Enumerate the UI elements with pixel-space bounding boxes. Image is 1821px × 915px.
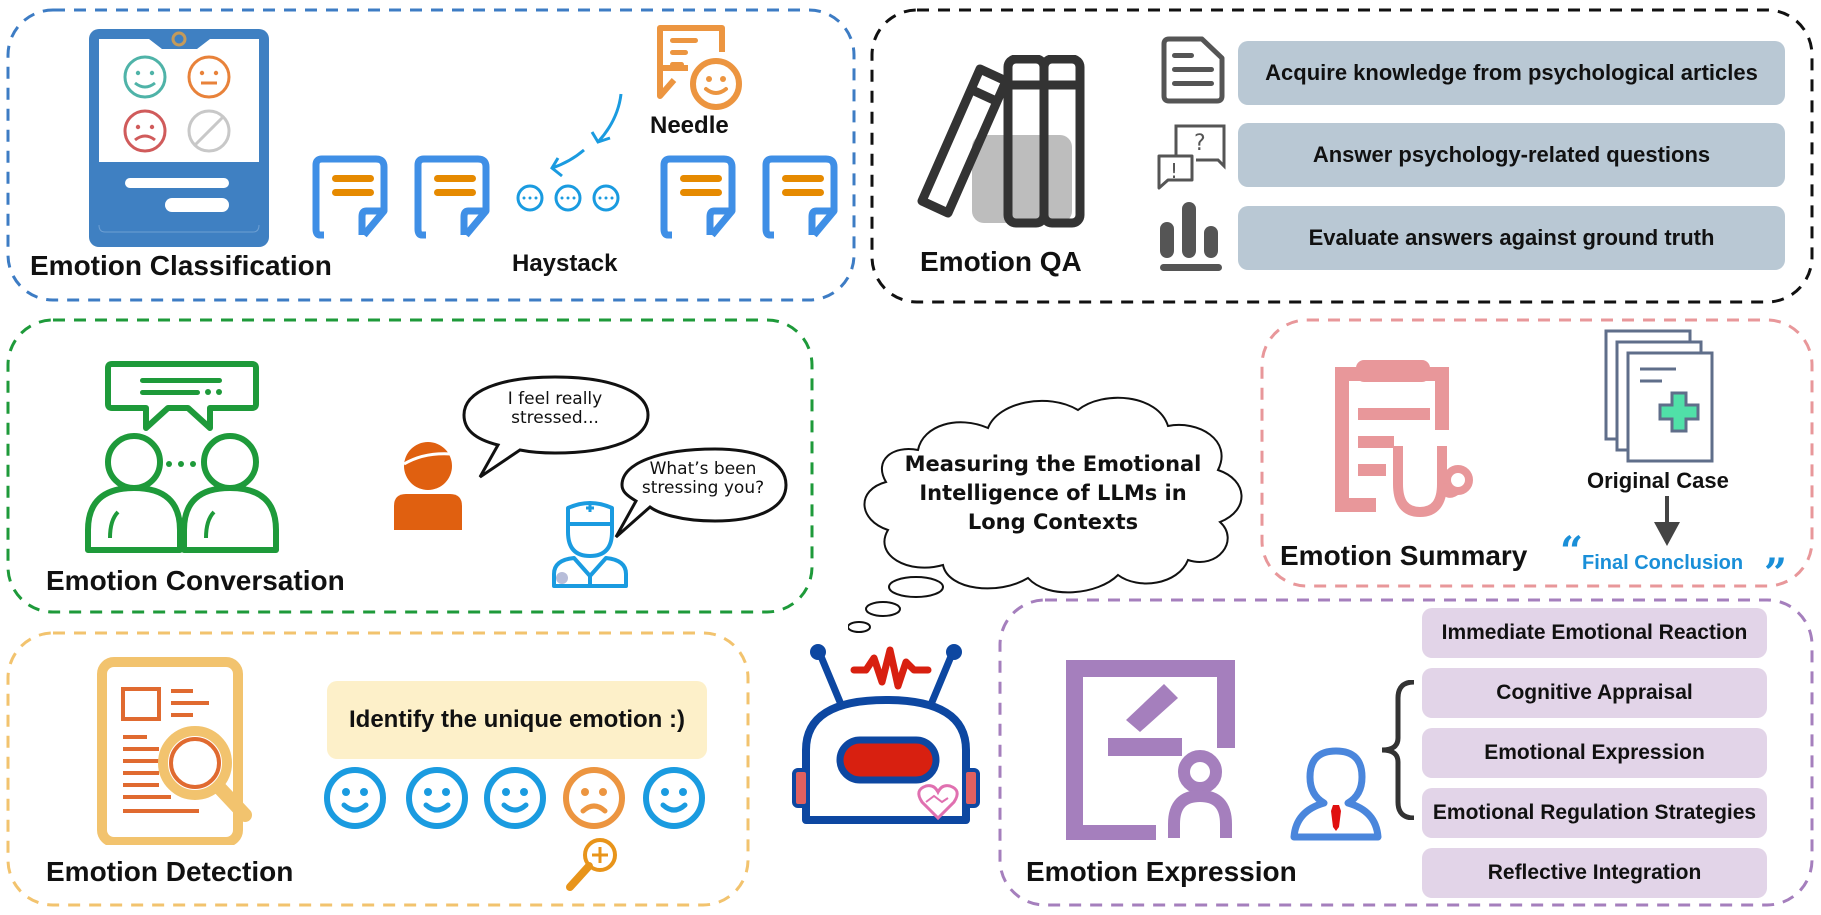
happy-face-icon	[324, 767, 386, 829]
document-icon	[762, 155, 838, 239]
down-arrow-icon	[1654, 496, 1680, 546]
ellipsis-icons	[516, 184, 620, 212]
expression-stage-reflective-integration: Reflective Integration	[1422, 848, 1767, 898]
robot-icon	[792, 644, 980, 824]
expression-panel-border	[998, 598, 1814, 907]
clipboard-stethoscope-icon	[1335, 360, 1473, 518]
detection-panel-border	[6, 631, 750, 907]
document-search-icon	[97, 657, 252, 845]
center-title-line: Long Contexts	[967, 510, 1139, 534]
doctor-speech-text: What’s been stressing you?	[628, 460, 778, 498]
thought-bubble-large	[888, 576, 944, 598]
businessman-icon	[1290, 747, 1382, 841]
qa-step-evaluate: Evaluate answers against ground truth	[1238, 206, 1785, 270]
document-icon	[660, 155, 736, 239]
doctor-speech-line: What’s been	[649, 459, 757, 479]
summary-panel-border	[1260, 318, 1814, 588]
final-conclusion-label: Final Conclusion	[1582, 552, 1744, 574]
thought-bubble-small	[848, 621, 871, 633]
center-title-line: Measuring the Emotional	[904, 452, 1202, 476]
document-icon	[1161, 36, 1225, 104]
qa-panel-border	[870, 8, 1814, 304]
needle-arrow-icon	[550, 93, 623, 178]
center-title: Measuring the Emotional Intelligence of …	[888, 450, 1218, 537]
svg-text:?: ?	[1194, 131, 1206, 156]
curly-brace-icon	[1381, 680, 1415, 820]
thought-cloud-icon	[848, 396, 1243, 633]
conversation-panel-border	[6, 318, 814, 614]
needle-label: Needle	[650, 112, 729, 139]
happy-face-icon	[406, 767, 468, 829]
tablet-emotion-icon	[89, 29, 269, 247]
detection-title: Emotion Detection	[46, 856, 294, 887]
document-icon	[414, 155, 490, 239]
summary-title: Emotion Summary	[1280, 540, 1528, 571]
patient-speech-bubble	[462, 375, 650, 479]
classification-panel-border	[6, 8, 856, 302]
document-icon	[312, 155, 388, 239]
expression-stage-immediate-reaction: Immediate Emotional Reaction	[1422, 608, 1767, 658]
writing-person-icon	[1066, 660, 1235, 840]
bar-chart-icon	[1160, 202, 1222, 271]
question-chat-icon: ? !	[1157, 124, 1226, 190]
expression-stage-cognitive-appraisal: Cognitive Appraisal	[1422, 668, 1767, 718]
needle-icon	[657, 25, 742, 110]
happy-face-icon	[484, 767, 546, 829]
emotion-faces-row	[322, 765, 707, 831]
open-quote: “	[1560, 528, 1584, 575]
expression-stage-regulation-strategies: Emotional Regulation Strategies	[1422, 788, 1767, 838]
conversation-title: Emotion Conversation	[46, 565, 345, 596]
expression-stage-emotional-expression: Emotional Expression	[1422, 728, 1767, 778]
patient-speech-line: stressed...	[511, 408, 599, 428]
doctor-speech-line: stressing you?	[641, 478, 765, 498]
patient-speech-line: I feel really	[507, 389, 603, 409]
doctor-icon	[552, 501, 628, 588]
expression-title: Emotion Expression	[1026, 856, 1297, 887]
thought-bubble-medium	[865, 601, 901, 617]
center-title-line: Intelligence of LLMs in	[919, 481, 1187, 505]
haystack-row	[312, 155, 838, 239]
conversation-people-icon	[85, 361, 279, 553]
haystack-label: Haystack	[512, 250, 618, 277]
doctor-speech-bubble	[614, 447, 788, 539]
qa-title: Emotion QA	[920, 246, 1082, 277]
qa-step-acquire: Acquire knowledge from psychological art…	[1238, 41, 1785, 105]
books-icon	[917, 55, 1085, 228]
medical-case-files-icon	[1604, 329, 1714, 463]
patient-icon	[394, 442, 462, 530]
classification-title: Emotion Classification	[30, 250, 332, 281]
close-quote: ”	[1764, 550, 1788, 597]
happy-face-icon	[643, 767, 705, 829]
original-case-label: Original Case	[1587, 468, 1729, 493]
svg-text:!: !	[1170, 159, 1178, 183]
zoom-in-icon	[566, 838, 617, 891]
detection-prompt: Identify the unique emotion :)	[327, 681, 707, 759]
patient-speech-text: I feel really stressed...	[480, 390, 630, 428]
sad-face-icon	[563, 767, 625, 829]
qa-step-answer: Answer psychology-related questions	[1238, 123, 1785, 187]
